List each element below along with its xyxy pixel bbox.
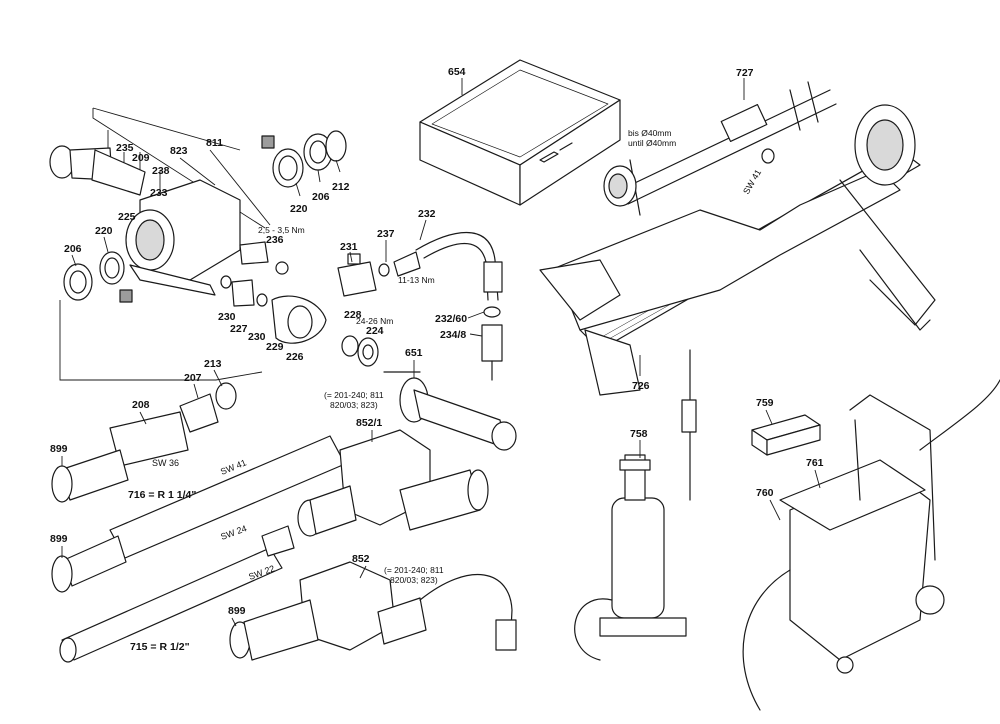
part-label-899b: 899 — [50, 533, 68, 545]
part-label-233: 233 — [150, 187, 168, 199]
part-label-237: 237 — [377, 228, 395, 240]
part-label-228: 228 — [344, 309, 362, 321]
part-label-760: 760 — [756, 487, 774, 499]
part-label-758: 758 — [630, 428, 648, 440]
wet-dry-vacuum — [742, 379, 1000, 711]
part-label-225: 225 — [118, 211, 136, 223]
note-torque3: 24-26 Nm — [356, 316, 393, 326]
seal-rings-top — [261, 130, 347, 188]
accessory-block — [751, 414, 821, 456]
seal-rings-left — [63, 251, 133, 303]
part-label-231: 231 — [340, 241, 358, 253]
part-label-654: 654 — [448, 66, 466, 78]
drill-stand — [539, 104, 936, 501]
part-label-761: 761 — [806, 457, 824, 469]
part-label-220a: 220 — [290, 203, 308, 215]
ref852-1-b: 820/03; 823) — [330, 400, 378, 410]
part-label-206a: 206 — [312, 191, 330, 203]
part-label-852: 852 — [352, 553, 370, 565]
part-label-811: 811 — [206, 137, 223, 149]
part-label-899a: 899 — [50, 443, 68, 455]
part-label-235: 235 — [116, 142, 134, 154]
sw24: SW 24 — [219, 523, 248, 542]
ref852-b: 820/03; 823) — [390, 575, 438, 585]
spindle-bearing — [341, 335, 379, 367]
part-label-227: 227 — [230, 323, 248, 335]
auxiliary-handle — [383, 371, 517, 451]
water-pressure-tank — [574, 454, 687, 661]
part-label-208: 208 — [132, 399, 150, 411]
part-label-716: 716 = R 1 1/4" — [128, 489, 196, 501]
part-label-823: 823 — [170, 145, 188, 157]
part-label-238: 238 — [152, 165, 170, 177]
note-torque1: 2,5 - 3,5 Nm — [258, 225, 305, 235]
part-label-213: 213 — [204, 358, 222, 370]
part-label-232: 232 — [418, 208, 436, 220]
note-torque2: 11-13 Nm — [398, 275, 435, 285]
note-until: until Ø40mm — [628, 138, 676, 148]
part-label-207: 207 — [184, 372, 202, 384]
ref852-a: (= 201-240; 811 — [384, 565, 444, 575]
part-label-852-1: 852/1 — [356, 417, 382, 429]
part-label-226: 226 — [286, 351, 304, 363]
part-label-224: 224 — [366, 325, 384, 337]
part-label-715: 715 = R 1/2" — [130, 641, 190, 653]
gear-housing — [49, 145, 289, 296]
adapter-housing-852-1 — [297, 429, 489, 537]
gear-set — [220, 275, 327, 344]
part-label-230a: 230 — [218, 311, 236, 323]
part-label-726: 726 — [632, 380, 650, 392]
part-label-899c: 899 — [228, 605, 246, 617]
water-valve-hose — [337, 232, 503, 381]
part-label-209: 209 — [132, 152, 150, 164]
part-label-206b: 206 — [64, 243, 82, 255]
part-label-727: 727 — [736, 67, 754, 79]
carrying-case — [419, 59, 621, 206]
ref852-1-a: (= 201-240; 811 — [324, 390, 384, 400]
part-label-229: 229 — [266, 341, 284, 353]
part-label-234-8: 234/8 — [440, 329, 466, 341]
sw41-stand: SW 41 — [741, 168, 763, 196]
core-bit-adapter — [51, 382, 237, 503]
part-label-220b: 220 — [95, 225, 113, 237]
part-label-651: 651 — [405, 347, 423, 359]
sw36: SW 36 — [152, 458, 179, 468]
extension-shaft-715 — [59, 525, 295, 663]
part-label-230b: 230 — [248, 331, 266, 343]
part-label-759: 759 — [756, 397, 774, 409]
note-bis: bis Ø40mm — [628, 128, 671, 138]
part-label-212: 212 — [332, 181, 350, 193]
part-label-236: 236 — [266, 234, 284, 246]
part-label-232-60: 232/60 — [435, 313, 467, 325]
adapter-housing-852 — [229, 561, 517, 661]
column-clamp — [603, 81, 837, 216]
